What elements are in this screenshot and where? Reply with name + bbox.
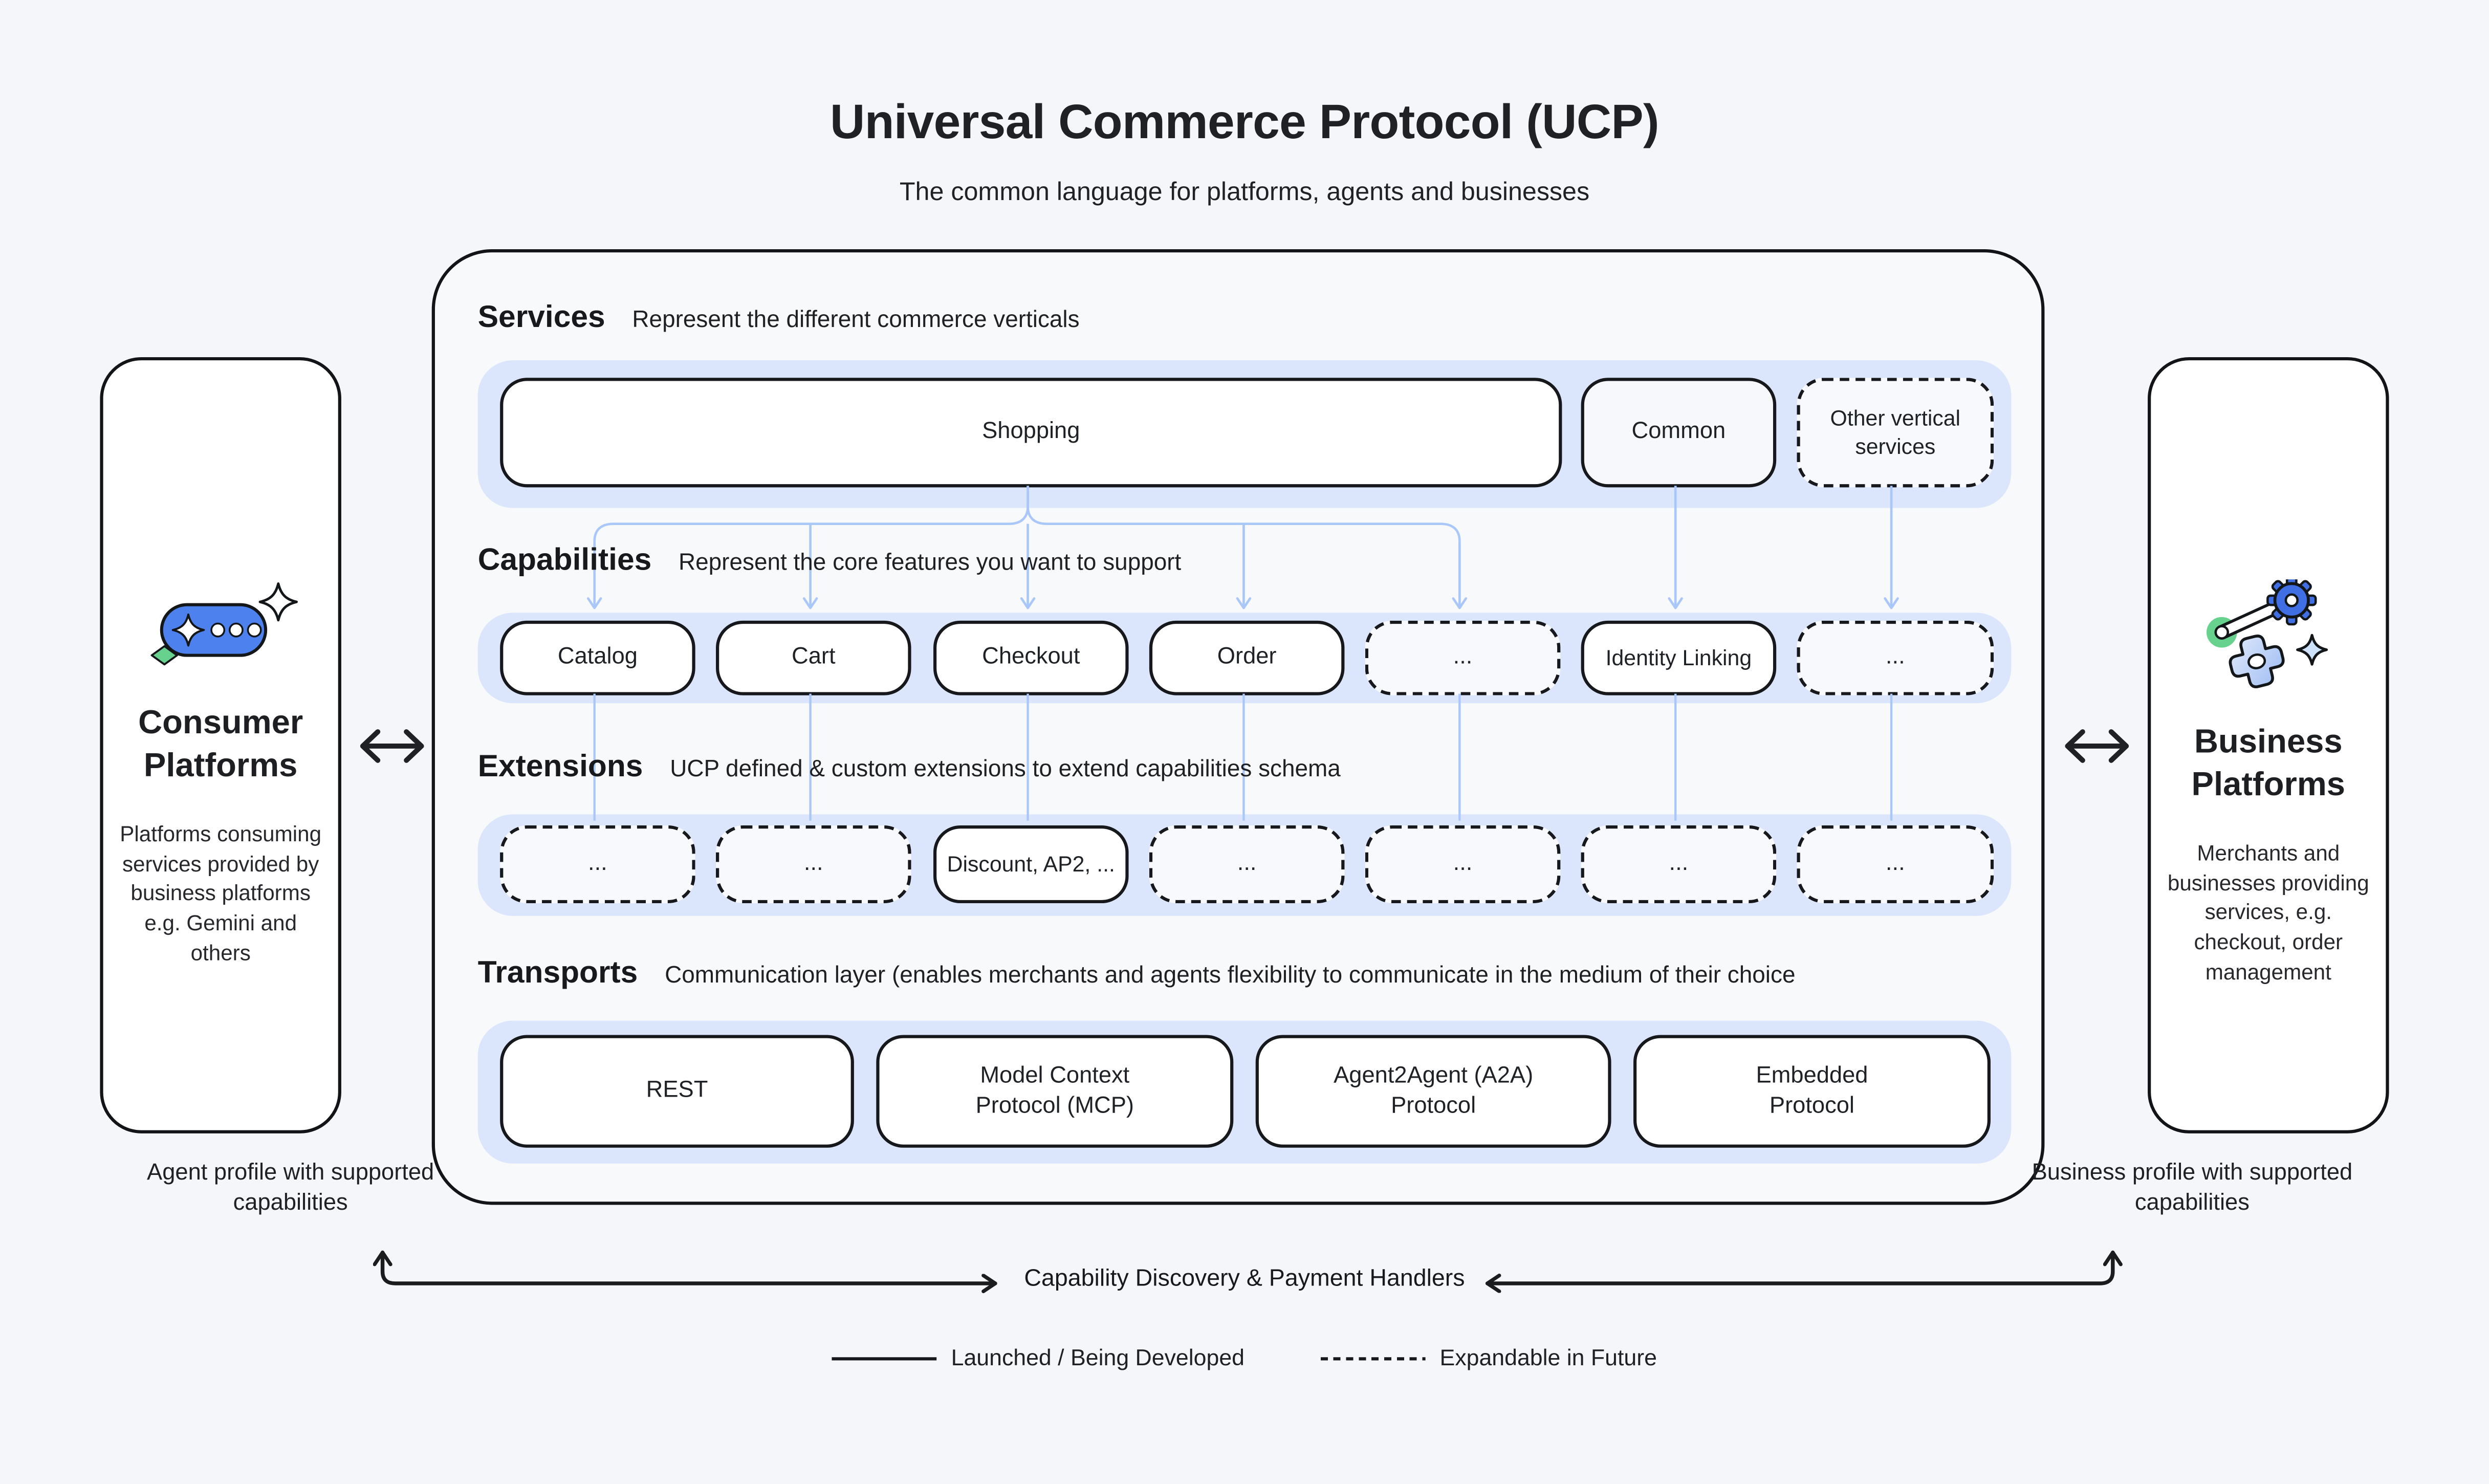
box-extension-more-6: ... — [1797, 825, 1994, 904]
box-extension-more-5-label: ... — [1669, 851, 1689, 877]
box-mcp-label: Model Context Protocol (MCP) — [975, 1064, 1134, 1119]
box-catalog-label: Catalog — [557, 645, 638, 671]
services-band: Shopping Common Other vertical services — [477, 360, 2012, 508]
extensions-header: Extensions UCP defined & custom extensio… — [478, 749, 1341, 785]
box-rest-label: REST — [646, 1078, 708, 1104]
page-title: Universal Commerce Protocol (UCP) — [830, 95, 1660, 149]
services-header: Services Represent the different commerc… — [478, 300, 1080, 336]
capabilities-header: Capabilities Represent the core features… — [478, 543, 1182, 579]
box-identity-linking-label: Identity Linking — [1605, 646, 1752, 670]
box-identity-linking: Identity Linking — [1581, 620, 1777, 695]
box-capability-more-1-label: ... — [1453, 645, 1473, 671]
page-subtitle: The common language for platforms, agent… — [899, 178, 1590, 207]
capability-discovery-label: Capability Discovery & Payment Handlers — [1024, 1265, 1465, 1293]
consumer-platforms-card: Consumer Platforms Platforms consuming s… — [100, 357, 341, 1133]
box-capability-more-2-label: ... — [1885, 645, 1905, 671]
box-capability-more-1: ... — [1365, 620, 1561, 695]
business-platforms-title: Business Platforms — [2191, 724, 2346, 803]
box-extension-more-4-label: ... — [1453, 851, 1473, 877]
box-extension-more-2: ... — [716, 825, 911, 904]
box-cart: Cart — [716, 620, 911, 695]
box-discount-ap2-label: Discount, AP2, ... — [947, 852, 1115, 876]
box-a2a-label: Agent2Agent (A2A) Protocol — [1334, 1064, 1534, 1119]
box-cart-label: Cart — [791, 645, 836, 671]
business-platforms-description: Merchants and businesses providing servi… — [2167, 841, 2369, 984]
ucp-panel: Services Represent the different commerc… — [431, 249, 2045, 1205]
business-platforms-icon — [2206, 579, 2328, 688]
box-a2a: Agent2Agent (A2A) Protocol — [1255, 1035, 1611, 1148]
box-other-vertical-services-label: Other vertical services — [1830, 406, 1961, 458]
consumer-platforms-description: Platforms consuming services provided by… — [120, 822, 322, 965]
services-description: Represent the different commerce vertica… — [632, 308, 1080, 334]
box-checkout-label: Checkout — [982, 645, 1080, 671]
box-extension-more-1-label: ... — [588, 851, 607, 877]
consumer-platforms-title: Consumer Platforms — [138, 705, 303, 784]
box-shopping-label: Shopping — [982, 420, 1080, 445]
legend: Launched / Being Developed Expandable in… — [0, 1346, 2489, 1372]
box-order-label: Order — [1217, 645, 1277, 671]
box-other-vertical-services: Other vertical services — [1797, 378, 1994, 488]
capabilities-band: Catalog Cart Checkout Order ... Identity… — [477, 613, 2012, 704]
legend-dashed-label: Expandable in Future — [1439, 1346, 1657, 1372]
left-bidirectional-arrow-icon — [360, 729, 424, 763]
agent-profile-label: Agent profile with supported capabilitie… — [147, 1160, 434, 1216]
extensions-description: UCP defined & custom extensions to exten… — [670, 757, 1341, 783]
extensions-heading: Extensions — [477, 749, 643, 784]
box-catalog: Catalog — [500, 620, 695, 695]
box-order: Order — [1149, 620, 1345, 695]
transports-description: Communication layer (enables merchants a… — [665, 963, 1796, 989]
box-embedded-protocol-label: Embedded Protocol — [1756, 1064, 1868, 1119]
box-embedded-protocol: Embedded Protocol — [1633, 1035, 1991, 1148]
box-mcp: Model Context Protocol (MCP) — [876, 1035, 1234, 1148]
consumer-platforms-icon — [150, 582, 298, 666]
box-extension-more-3: ... — [1149, 825, 1345, 904]
box-extension-more-4: ... — [1365, 825, 1561, 904]
capabilities-description: Represent the core features you want to … — [678, 551, 1182, 577]
box-rest: REST — [500, 1035, 854, 1148]
box-shopping: Shopping — [500, 378, 1562, 488]
transports-band: REST Model Context Protocol (MCP) Agent2… — [477, 1020, 2012, 1164]
extensions-band: ... ... Discount, AP2, ... ... ... ... .… — [477, 814, 2012, 916]
box-extension-more-5: ... — [1581, 825, 1777, 904]
right-bidirectional-arrow-icon — [2065, 729, 2129, 763]
box-extension-more-1: ... — [500, 825, 695, 904]
legend-solid-label: Launched / Being Developed — [951, 1346, 1244, 1372]
transports-header: Transports Communication layer (enables … — [478, 955, 1796, 992]
transports-heading: Transports — [477, 955, 638, 991]
box-common-label: Common — [1631, 420, 1726, 445]
box-checkout: Checkout — [933, 620, 1129, 695]
box-common: Common — [1581, 378, 1777, 488]
legend-solid-line — [832, 1357, 937, 1361]
box-extension-more-6-label: ... — [1885, 851, 1905, 877]
business-profile-label: Business profile with supported capabili… — [2032, 1160, 2353, 1216]
box-discount-ap2: Discount, AP2, ... — [933, 825, 1129, 904]
capabilities-heading: Capabilities — [477, 542, 652, 578]
legend-dashed-line — [1320, 1357, 1426, 1361]
box-extension-more-3-label: ... — [1237, 851, 1257, 877]
box-extension-more-2-label: ... — [803, 851, 823, 877]
business-platforms-card: Business Platforms Merchants and busines… — [2148, 357, 2389, 1133]
box-capability-more-2: ... — [1797, 620, 1994, 695]
services-heading: Services — [477, 300, 605, 335]
